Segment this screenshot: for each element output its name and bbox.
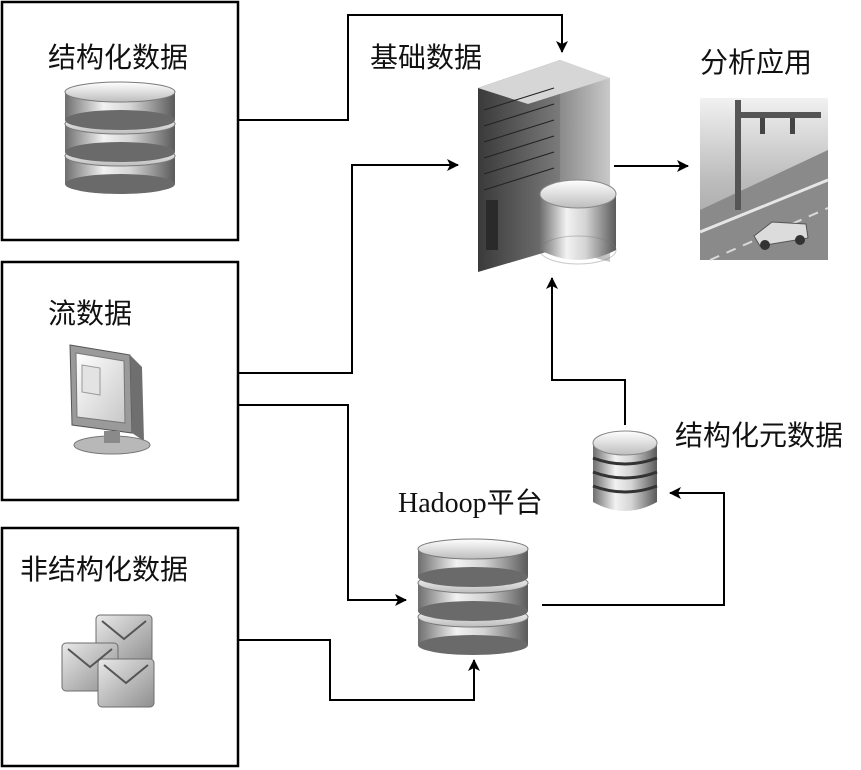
unstructured-to-hadoop-connector xyxy=(238,639,480,701)
hadoop-platform-label: Hadoop平台 xyxy=(398,488,543,519)
structured-to-base-connector xyxy=(238,14,568,121)
analytics-label: 分析应用 xyxy=(700,46,813,79)
unstructured-data-box xyxy=(0,526,240,768)
hadoop-to-metadata-connector xyxy=(542,487,725,606)
stream-data-label: 流数据 xyxy=(48,297,133,330)
database-stack-icon xyxy=(64,81,176,194)
monitor-icon xyxy=(69,344,151,455)
traffic-road-image-icon xyxy=(699,98,829,261)
server-with-storage-icon xyxy=(478,60,617,272)
database-cylinder-icon xyxy=(592,430,658,511)
base-data-label: 基础数据 xyxy=(370,41,483,74)
unstructured-data-label: 非结构化数据 xyxy=(20,553,189,586)
structured-data-label: 结构化数据 xyxy=(48,41,189,74)
image-tiles-icon xyxy=(61,614,155,708)
stream-to-hadoop-connector xyxy=(238,404,407,606)
metadata-to-base-connector xyxy=(546,277,626,425)
stream-data-box xyxy=(0,260,240,502)
stream-to-base-connector xyxy=(238,159,459,374)
structured-metadata-label: 结构化元数据 xyxy=(675,419,844,452)
database-stack-icon xyxy=(417,538,529,655)
